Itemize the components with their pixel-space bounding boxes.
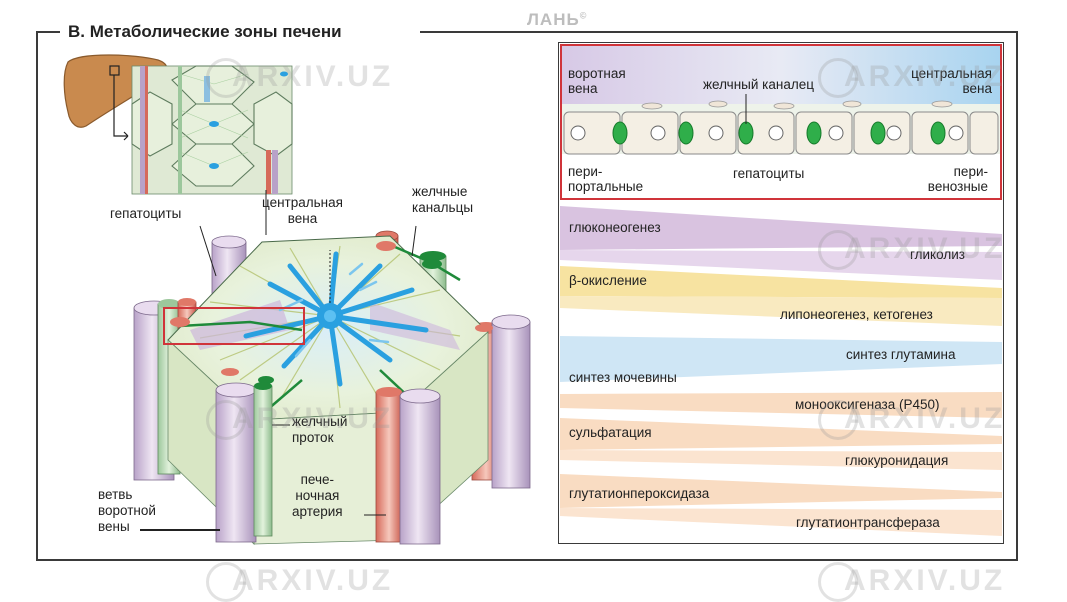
- front-vessels: [215, 382, 441, 545]
- inset-label-hepatocytes: гепатоциты: [733, 166, 805, 181]
- inset-label-perivenous: пери- венозные: [927, 164, 988, 194]
- inset-label-portal-vein: воротная вена: [568, 66, 626, 96]
- process-sulfation: сульфатация: [569, 425, 652, 440]
- process-urea-synthesis: синтез мочевины: [569, 370, 677, 385]
- inset-label-periportal: пери- портальные: [568, 164, 644, 194]
- process-gluconeogenesis: глюконеогенез: [569, 220, 661, 235]
- process-monooxygenase: монооксигеназа (P450): [795, 397, 940, 412]
- hepatocyte-row-inset: [562, 46, 1000, 198]
- hexagon-tiling: [131, 65, 293, 195]
- watermark: ARXIV.UZ: [232, 564, 394, 597]
- watermark-ring: [206, 562, 246, 602]
- process-lipogenesis: липонеогенез, кетогенез: [780, 307, 933, 322]
- inset-label-central-vein: центральная вена: [911, 66, 992, 96]
- label-bile-duct: желчный проток: [292, 414, 348, 445]
- inset-highlight-frame: [560, 44, 1002, 200]
- inset-label-bile-canaliculus: желчный каналец: [703, 77, 814, 92]
- process-glucuronidation: глюкуронидация: [845, 453, 949, 468]
- frame-top-right: [420, 31, 1018, 33]
- process-beta-oxidation: β-окисление: [569, 273, 647, 288]
- figure-title: В. Метаболические зоны печени: [62, 22, 348, 42]
- process-glutathione-peroxidase: глутатионпероксидаза: [569, 486, 710, 501]
- label-bile-canaliculi: желчные канальцы: [412, 184, 474, 215]
- label-central-vein: центральная вена: [262, 195, 343, 226]
- label-hepatocytes: гепатоциты: [110, 206, 182, 221]
- liver-lobule-illustration: [63, 54, 531, 545]
- label-portal-vein-branch: ветвь воротной вены: [98, 487, 156, 534]
- watermark-ring: [818, 562, 858, 602]
- label-hepatic-artery: пече- ночная артерия: [292, 472, 343, 519]
- frame-top-left: [36, 31, 60, 33]
- process-glutathione-transferase: глутатионтрансфераза: [796, 515, 940, 530]
- process-glutamine-synthesis: синтез глутамина: [846, 347, 956, 362]
- process-gradients: [560, 206, 1002, 536]
- publisher-mark: ЛАНЬ©: [527, 10, 588, 29]
- highlight-box: [163, 307, 305, 345]
- process-glycolysis: гликолиз: [910, 247, 965, 262]
- watermark: ARXIV.UZ: [844, 564, 1006, 597]
- figure-frame: [36, 31, 1018, 561]
